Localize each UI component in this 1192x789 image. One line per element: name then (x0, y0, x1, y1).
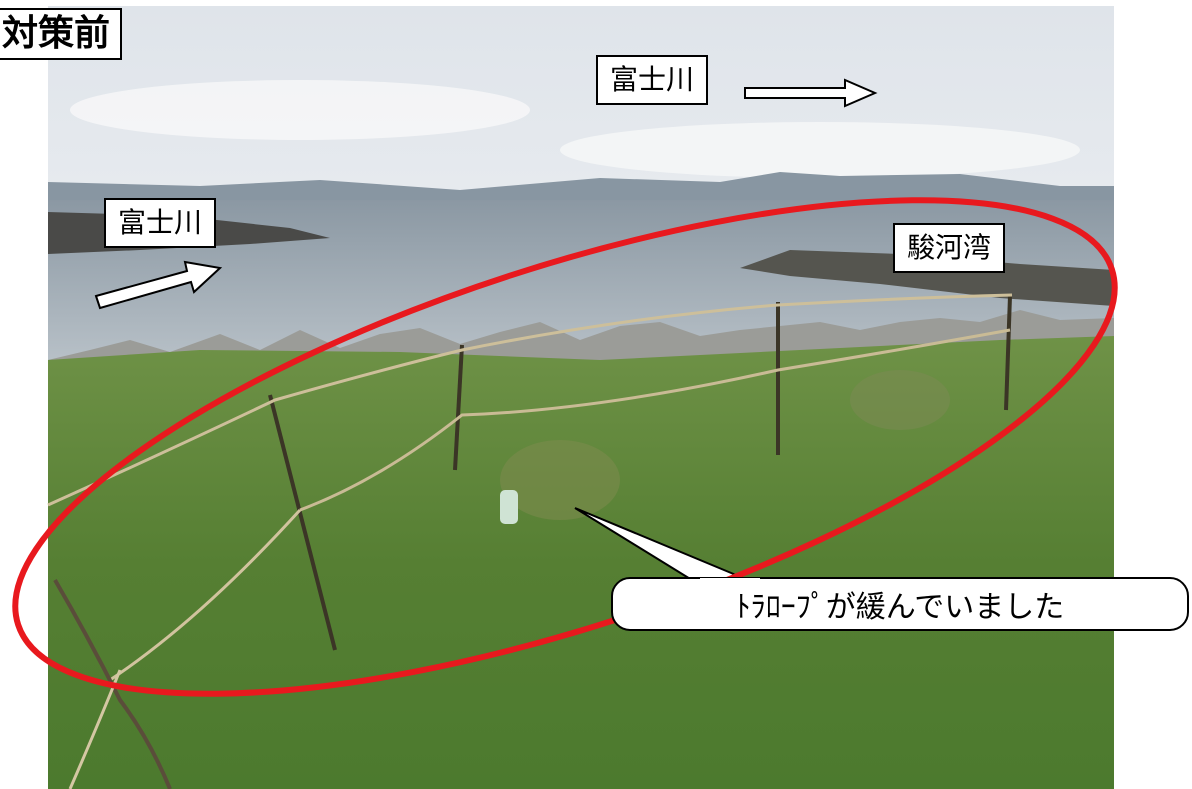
grass-clump (850, 370, 950, 430)
cloud (560, 122, 1080, 178)
callout-text: ﾄﾗﾛｰﾌﾟが緩んでいました (735, 590, 1065, 625)
tiger-rope (68, 669, 122, 789)
cloud (70, 80, 530, 140)
fence-pole (453, 344, 464, 471)
grass-field (48, 336, 1114, 789)
right-arrow-icon (744, 78, 878, 108)
fence-pole (268, 394, 337, 651)
title-label: 対策前 (0, 8, 123, 60)
tiger-rope (109, 508, 302, 682)
photograph (47, 6, 1114, 789)
fence-pole (1004, 295, 1012, 411)
grass-clump (500, 440, 620, 520)
fence-pole (53, 578, 172, 789)
tiger-rope (299, 328, 1011, 512)
bay-label: 駿河湾 (893, 223, 1006, 273)
river-label-top: 富士川 (596, 55, 709, 105)
flow-arrow-icon (94, 260, 223, 310)
callout-box (611, 577, 1189, 631)
river-label-left: 富士川 (104, 198, 217, 248)
plastic-bottle (500, 490, 518, 524)
sandbar-right (740, 250, 1114, 306)
tiger-rope (47, 293, 1013, 507)
